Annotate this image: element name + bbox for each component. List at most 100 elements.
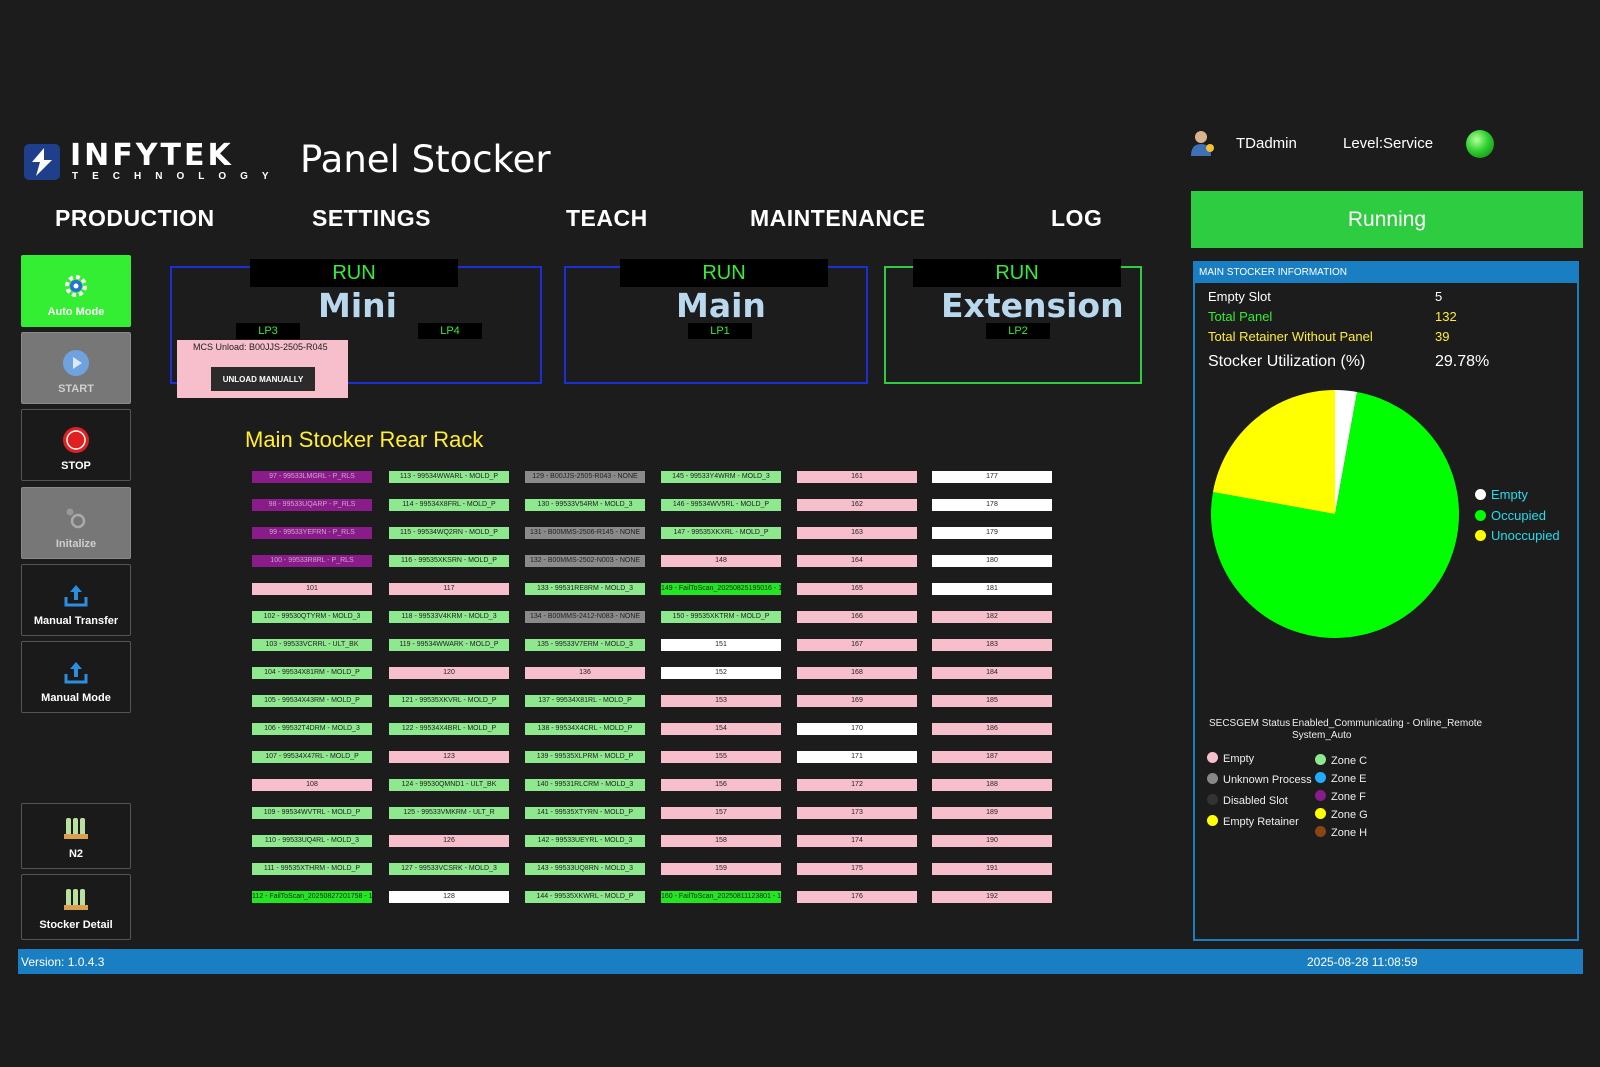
rack-slot[interactable]: 149 - FailToScan_20250825195016 - 1 (661, 583, 781, 595)
rack-slot[interactable]: 154 (661, 723, 781, 735)
rack-slot[interactable]: 133 - 99531RE8RM - MOLD_3 (525, 583, 645, 595)
rack-slot[interactable]: 112 - FailToScan_20250827201758 - 1 (252, 891, 372, 903)
rack-slot[interactable]: 101 (252, 583, 372, 595)
rack-slot[interactable]: 189 (932, 807, 1052, 819)
rack-slot[interactable]: 135 - 99533V7ERM - MOLD_3 (525, 639, 645, 651)
rack-slot[interactable]: 175 (797, 863, 917, 875)
rack-slot[interactable]: 130 - 99533V54RM - MOLD_3 (525, 499, 645, 511)
manual-mode-button[interactable]: Manual Mode (21, 641, 131, 713)
rack-slot[interactable]: 134 - B00MMS-2412-N083 - NONE (525, 611, 645, 623)
rack-slot[interactable]: 127 - 99533VCSRK - MOLD_3 (389, 863, 509, 875)
start-button[interactable]: START (21, 332, 131, 404)
manual-transfer-button[interactable]: Manual Transfer (21, 564, 131, 636)
rack-slot[interactable]: 173 (797, 807, 917, 819)
rack-slot[interactable]: 179 (932, 527, 1052, 539)
rack-slot[interactable]: 192 (932, 891, 1052, 903)
rack-slot[interactable]: 113 - 99534WWARL - MOLD_P (389, 471, 509, 483)
rack-slot[interactable]: 120 (389, 667, 509, 679)
rack-slot[interactable]: 185 (932, 695, 1052, 707)
rack-slot[interactable]: 109 - 99534WVTRL - MOLD_P (252, 807, 372, 819)
rack-slot[interactable]: 108 (252, 779, 372, 791)
rack-slot[interactable]: 160 - FailToScan_20250811123801 - 1 (661, 891, 781, 903)
load-port-lp1[interactable]: LP1 (688, 323, 752, 339)
rack-slot[interactable]: 111 - 99535XTHRM - MOLD_P (252, 863, 372, 875)
rack-slot[interactable]: 184 (932, 667, 1052, 679)
rack-slot[interactable]: 125 - 99533VMKRM - ULT_R (389, 807, 509, 819)
unload-manually-button[interactable]: UNLOAD MANUALLY (211, 367, 315, 391)
rack-slot[interactable]: 114 - 99534X8FRL - MOLD_P (389, 499, 509, 511)
rack-slot[interactable]: 153 (661, 695, 781, 707)
rack-slot[interactable]: 183 (932, 639, 1052, 651)
rack-slot[interactable]: 136 (525, 667, 645, 679)
rack-slot[interactable]: 122 - 99534X4BRL - MOLD_P (389, 723, 509, 735)
load-port-lp2[interactable]: LP2 (986, 323, 1050, 339)
rack-slot[interactable]: 162 (797, 499, 917, 511)
rack-slot[interactable]: 118 - 99533V4KRM - MOLD_3 (389, 611, 509, 623)
rack-slot[interactable]: 151 (661, 639, 781, 651)
rack-slot[interactable]: 119 - 99534WWARK - MOLD_P (389, 639, 509, 651)
rack-slot[interactable]: 115 - 99534WQ2RN - MOLD_P (389, 527, 509, 539)
rack-slot[interactable]: 174 (797, 835, 917, 847)
rack-slot[interactable]: 99 - 99533YEFRN - P_RLS (252, 527, 372, 539)
nav-settings[interactable]: SETTINGS (312, 205, 432, 231)
rack-slot[interactable]: 176 (797, 891, 917, 903)
rack-slot[interactable]: 191 (932, 863, 1052, 875)
rack-slot[interactable]: 142 - 99533UEYRL - MOLD_3 (525, 835, 645, 847)
rack-slot[interactable]: 171 (797, 751, 917, 763)
rack-slot[interactable]: 141 - 99535XTYRN - MOLD_P (525, 807, 645, 819)
rack-slot[interactable]: 163 (797, 527, 917, 539)
stop-button[interactable]: STOP (21, 409, 131, 481)
rack-slot[interactable]: 138 - 99534X4CRL - MOLD_P (525, 723, 645, 735)
n2-button[interactable]: N2 (21, 803, 131, 869)
rack-slot[interactable]: 170 (797, 723, 917, 735)
rack-slot[interactable]: 157 (661, 807, 781, 819)
rack-slot[interactable]: 182 (932, 611, 1052, 623)
rack-slot[interactable]: 140 - 99531RLCRM - MOLD_3 (525, 779, 645, 791)
rack-slot[interactable]: 159 (661, 863, 781, 875)
rack-slot[interactable]: 132 - B00MMS-2502-N003 - NONE (525, 555, 645, 567)
initialize-button[interactable]: Initalize (21, 487, 131, 559)
rack-slot[interactable]: 137 - 99534X81RL - MOLD_P (525, 695, 645, 707)
rack-slot[interactable]: 121 - 99535XKVRL - MOLD_P (389, 695, 509, 707)
rack-slot[interactable]: 104 - 99534X81RM - MOLD_P (252, 667, 372, 679)
rack-slot[interactable]: 98 - 99533UQARP - P_RLS (252, 499, 372, 511)
rack-slot[interactable]: 148 (661, 555, 781, 567)
rack-slot[interactable]: 165 (797, 583, 917, 595)
rack-slot[interactable]: 181 (932, 583, 1052, 595)
rack-slot[interactable]: 152 (661, 667, 781, 679)
rack-slot[interactable]: 180 (932, 555, 1052, 567)
rack-slot[interactable]: 190 (932, 835, 1052, 847)
rack-slot[interactable]: 147 - 99535XKXRL - MOLD_P (661, 527, 781, 539)
rack-slot[interactable]: 129 - B00JJS-2505-R043 - NONE (525, 471, 645, 483)
rack-slot[interactable]: 186 (932, 723, 1052, 735)
rack-slot[interactable]: 117 (389, 583, 509, 595)
rack-slot[interactable]: 178 (932, 499, 1052, 511)
rack-slot[interactable]: 144 - 99535XKWRL - MOLD_P (525, 891, 645, 903)
rack-slot[interactable]: 100 - 99533R8RL - P_RLS (252, 555, 372, 567)
rack-slot[interactable]: 128 (389, 891, 509, 903)
rack-slot[interactable]: 167 (797, 639, 917, 651)
load-port-lp3[interactable]: LP3 (236, 323, 300, 339)
nav-log[interactable]: LOG (1051, 205, 1103, 231)
rack-slot[interactable]: 143 - 99533UQ8RN - MOLD_3 (525, 863, 645, 875)
nav-teach[interactable]: TEACH (566, 205, 648, 231)
rack-slot[interactable]: 124 - 99530QMND1 - ULT_BK (389, 779, 509, 791)
rack-slot[interactable]: 172 (797, 779, 917, 791)
rack-slot[interactable]: 110 - 99533UQ4RL - MOLD_3 (252, 835, 372, 847)
rack-slot[interactable]: 105 - 99534X43RM - MOLD_P (252, 695, 372, 707)
stocker-detail-button[interactable]: Stocker Detail (21, 874, 131, 940)
rack-slot[interactable]: 161 (797, 471, 917, 483)
rack-slot[interactable]: 187 (932, 751, 1052, 763)
rack-slot[interactable]: 145 - 99533Y4WRM - MOLD_3 (661, 471, 781, 483)
rack-slot[interactable]: 146 - 99534WV5RL - MOLD_P (661, 499, 781, 511)
rack-slot[interactable]: 123 (389, 751, 509, 763)
rack-slot[interactable]: 116 - 99535XKSRN - MOLD_P (389, 555, 509, 567)
rack-slot[interactable]: 150 - 99535XKTRM - MOLD_P (661, 611, 781, 623)
rack-slot[interactable]: 102 - 99530QTYRM - MOLD_3 (252, 611, 372, 623)
rack-slot[interactable]: 164 (797, 555, 917, 567)
auto-mode-button[interactable]: Auto Mode (21, 255, 131, 327)
rack-slot[interactable]: 126 (389, 835, 509, 847)
rack-slot[interactable]: 131 - B00MMS-2506-R145 - NONE (525, 527, 645, 539)
rack-slot[interactable]: 168 (797, 667, 917, 679)
rack-slot[interactable]: 139 - 99535XLPRM - MOLD_P (525, 751, 645, 763)
